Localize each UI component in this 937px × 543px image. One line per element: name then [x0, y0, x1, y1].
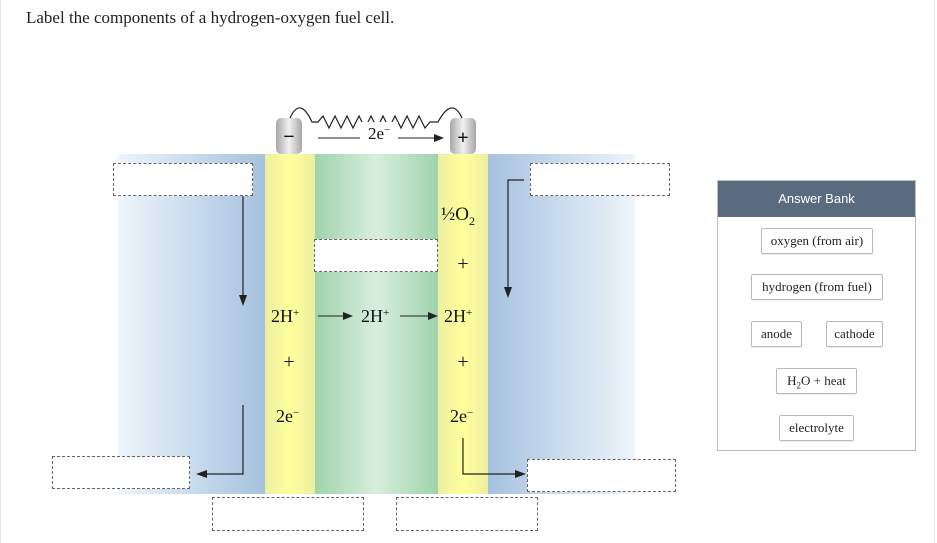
anode-ion-label: 2H+ [271, 306, 299, 326]
answer-chip-hydrogen[interactable]: hydrogen (from fuel) [751, 274, 883, 300]
cathode-ion-label: 2H+ [444, 306, 472, 326]
answer-chip-oxygen[interactable]: oxygen (from air) [761, 228, 873, 254]
half-oxygen-label: ½O2 [441, 204, 475, 228]
drop-target-bottom-left[interactable] [52, 456, 190, 489]
cathode-plus-bottom: + [457, 351, 468, 373]
answer-chip-water-heat[interactable]: H2O + heat [776, 368, 857, 394]
wire-arrowhead [434, 134, 444, 142]
cathode-plus-top: + [457, 253, 468, 275]
cathode-electrode [438, 154, 488, 494]
answer-chip-anode[interactable]: anode [751, 321, 802, 347]
air-in-arrowhead [504, 287, 512, 298]
anode-electrons-label: 2e− [276, 406, 299, 426]
water-h: H [787, 373, 797, 388]
anode-plus: + [283, 351, 294, 373]
fuel-channel [118, 154, 265, 494]
drop-target-membrane[interactable] [314, 239, 438, 272]
water-rest: O + heat [801, 373, 846, 388]
water-subscript: 2 [796, 380, 802, 391]
ion-arrowhead-right [428, 312, 438, 320]
answer-bank-title: Answer Bank [718, 181, 915, 217]
air-channel [488, 154, 635, 494]
drop-target-electrolyte[interactable] [396, 497, 538, 531]
water-out-arrowhead [515, 470, 526, 478]
anode-electrode [265, 154, 315, 494]
air-in-arrow [507, 179, 524, 290]
drop-target-top-right[interactable] [530, 163, 670, 196]
drop-target-anode[interactable] [212, 497, 364, 531]
negative-terminal [276, 118, 302, 154]
water-out-arrow [462, 438, 516, 475]
drop-target-bottom-right[interactable] [527, 459, 676, 492]
positive-sign: + [457, 127, 468, 149]
membrane-ion-label: 2H+ [361, 306, 389, 326]
positive-terminal [450, 118, 476, 154]
wire-electron-label: 2e− [368, 124, 390, 143]
answer-chip-cathode[interactable]: cathode [826, 321, 883, 347]
fuel-out-arrowhead [196, 470, 207, 478]
ion-arrowhead-left [343, 312, 353, 320]
question-prompt: Label the components of a hydrogen-oxyge… [26, 8, 395, 27]
drop-target-top-left[interactable] [113, 163, 253, 196]
fuel-in-arrowhead [239, 295, 247, 306]
fuel-out-arrow [206, 405, 244, 475]
electrolyte-membrane [315, 154, 438, 494]
answer-chip-electrolyte[interactable]: electrolyte [779, 415, 854, 441]
negative-sign: − [283, 126, 294, 148]
cathode-electrons-label: 2e− [450, 406, 473, 426]
answer-bank: Answer Bank oxygen (from air) hydrogen (… [717, 180, 916, 451]
